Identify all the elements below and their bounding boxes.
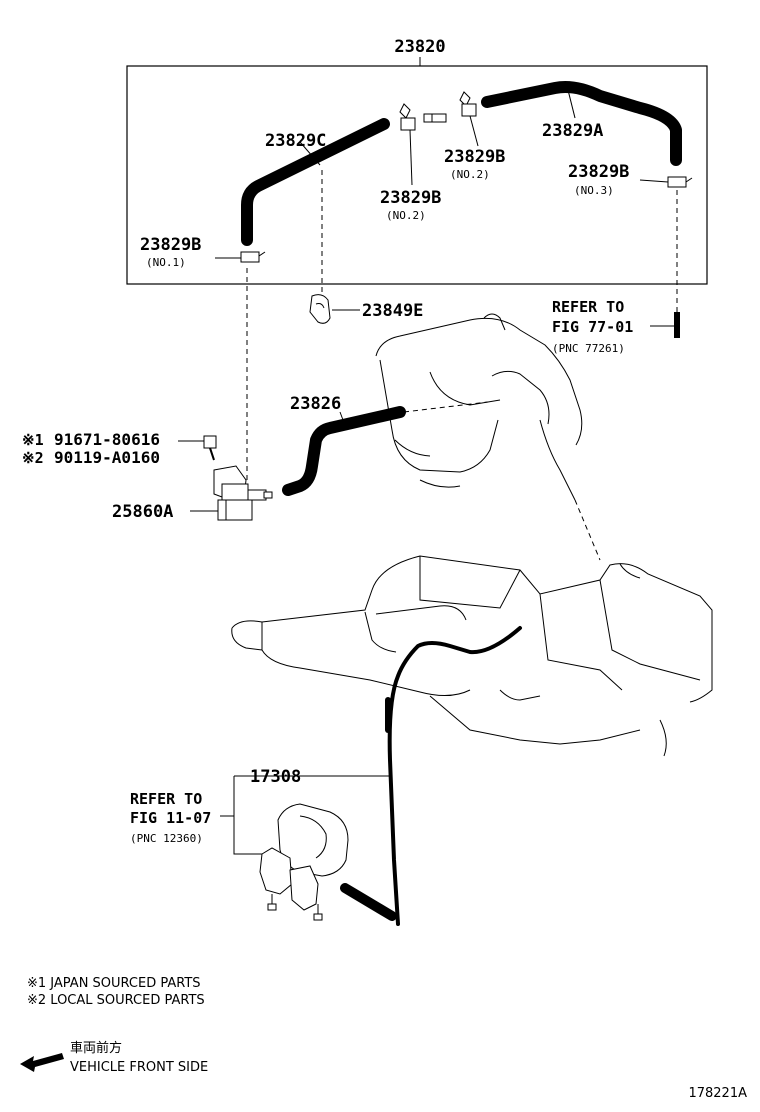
dash-engine-lower — [574, 499, 601, 561]
mark-jp: ※1 — [22, 431, 44, 449]
pipe-17308 — [340, 626, 522, 926]
connector-pipe — [423, 113, 447, 123]
bolt — [203, 435, 217, 461]
label-23829b-no2-right-sub: (NO.2) — [450, 168, 490, 181]
leader-23829b-no2-right — [469, 115, 479, 147]
leader-23829a — [567, 89, 576, 119]
clip-no2-left — [399, 103, 416, 131]
note-japan-sourced: ※1 JAPAN SOURCED PARTS — [27, 976, 201, 991]
label-23829b-no1-sub: (NO.1) — [146, 256, 186, 269]
part-91671: 91671-80616 — [54, 430, 160, 449]
figure-id: 178221A — [688, 1086, 747, 1101]
label-25860a: 25860A — [112, 502, 173, 522]
refer2-line1: REFER TO — [130, 790, 202, 808]
hose-23826 — [282, 406, 406, 496]
label-23826: 23826 — [290, 394, 341, 414]
label-17308: 17308 — [250, 767, 301, 787]
label-23829b-no3: 23829B — [568, 162, 629, 182]
engine-lower-illustration — [231, 555, 713, 757]
refer1-line1: REFER TO — [552, 298, 624, 316]
refer2-line3: (PNC 12360) — [130, 832, 203, 845]
clip-no1 — [240, 251, 266, 263]
label-23829b-no1: 23829B — [140, 235, 201, 255]
label-23829c: 23829C — [265, 131, 326, 151]
leader-23826 — [339, 411, 347, 429]
refer1-line3: (PNC 77261) — [552, 342, 625, 355]
part-90119: 90119-A0160 — [54, 448, 160, 467]
leader-23829b-no3 — [639, 179, 669, 183]
leader-23829c — [299, 141, 321, 166]
label-23820: 23820 — [394, 37, 445, 57]
label-23829a: 23829A — [542, 121, 603, 141]
note-local-sourced: ※2 LOCAL SOURCED PARTS — [27, 993, 205, 1008]
clip-no3 — [667, 176, 693, 188]
label-23829b-no3-sub: (NO.3) — [574, 184, 614, 197]
hose-23829c — [241, 118, 390, 246]
label-23829b-no2-right: 23829B — [444, 147, 505, 167]
dash-23826 — [403, 401, 489, 413]
bracket-17308 — [233, 776, 262, 855]
refer2-line2: FIG 11-07 — [130, 809, 211, 827]
refer1-line2: FIG 77-01 — [552, 318, 633, 336]
mark-local: ※2 — [22, 449, 44, 467]
intake-manifold-illustration — [375, 313, 583, 501]
hose-23829a — [481, 81, 682, 166]
label-23829b-no2-left-sub: (NO.2) — [386, 209, 426, 222]
assembly-box — [126, 65, 708, 285]
label-23849e: 23849E — [362, 301, 423, 321]
clip-no2-right — [459, 91, 477, 117]
vehicle-front-arrow-icon — [20, 1053, 64, 1072]
label-23829b-no2-left: 23829B — [380, 188, 441, 208]
direction-en: VEHICLE FRONT SIDE — [70, 1060, 208, 1075]
vsv-valve-25860a — [213, 465, 273, 521]
throttle-body-illustration — [259, 803, 349, 921]
leader-23829b-no2-left — [409, 129, 413, 186]
direction-jp: 車両前方 — [70, 1040, 122, 1056]
clamp-23849e — [309, 294, 331, 324]
